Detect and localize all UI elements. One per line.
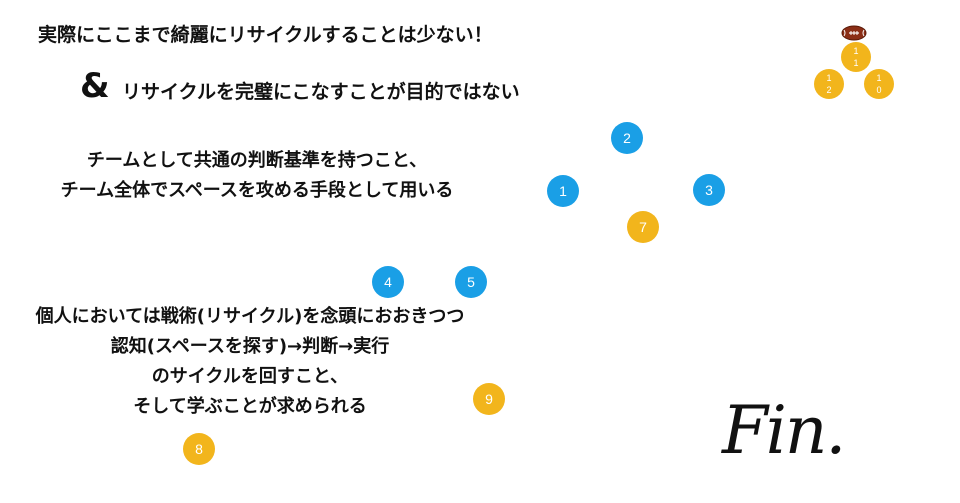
mini-player-dot: 1 1	[841, 42, 871, 72]
team-text-line: チームとして共通の判断基準を持つこと、	[86, 150, 428, 171]
mini-player-top: 1	[826, 73, 832, 83]
player-dot-7: 7	[627, 211, 659, 243]
mini-player-top: 1	[853, 46, 859, 56]
individual-text-line: のサイクルを回すこと、	[151, 366, 349, 387]
player-dot-9: 9	[473, 383, 505, 415]
individual-text-line: そして学ぶことが求められる	[133, 396, 367, 417]
player-dot-1: 1	[547, 175, 579, 207]
mini-player-bottom: 0	[876, 85, 882, 95]
player-dot-3: 3	[693, 174, 725, 206]
team-text-line: チーム全体でスペースを攻める手段として用いる	[60, 180, 454, 201]
football-icon	[841, 25, 867, 41]
mini-player-top: 1	[876, 73, 882, 83]
mini-player-bottom: 2	[826, 85, 832, 95]
heading-line-2: リサイクルを完璧にこなすことが目的ではない	[122, 81, 520, 103]
player-dot-4: 4	[372, 266, 404, 298]
heading-line-1: 実際にここまで綺麗にリサイクルすることは少ない！	[38, 24, 493, 46]
team-text-block: チームとして共通の判断基準を持つこと、 チーム全体でスペースを攻める手段として用…	[22, 146, 492, 206]
individual-text-line: 個人においては戦術(リサイクル)を念頭におおきつつ	[35, 306, 465, 327]
individual-text-block: 個人においては戦術(リサイクル)を念頭におおきつつ 認知(スペースを探す)→判断…	[0, 302, 500, 422]
player-dot-5: 5	[455, 266, 487, 298]
player-dot-2: 2	[611, 122, 643, 154]
individual-text-line: 認知(スペースを探す)→判断→実行	[110, 336, 390, 357]
mini-player-dot: 1 0	[864, 69, 894, 99]
mini-player-bottom: 1	[853, 58, 859, 68]
mini-player-dot: 1 2	[814, 69, 844, 99]
closing-text: Fin.	[722, 392, 846, 469]
ampersand-symbol: &	[80, 66, 110, 106]
player-dot-8: 8	[183, 433, 215, 465]
